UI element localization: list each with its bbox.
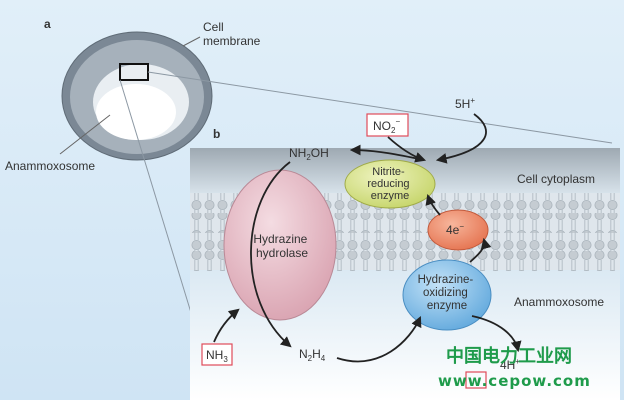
zoom-line-right	[147, 71, 613, 144]
panel-a-anammoxosome-label: Anammoxosome	[5, 159, 95, 173]
hydrazine-oxidizing-line-2: oxidizing	[423, 287, 468, 299]
nh3-base: NH	[206, 348, 223, 362]
protons-4h-label: 4H+	[500, 357, 520, 372]
protons-5h-label: 5H+	[455, 96, 475, 111]
cell-diagram	[61, 31, 213, 161]
no2-box	[366, 113, 409, 137]
electron-carrier	[427, 209, 489, 251]
product-box	[465, 371, 487, 389]
nitrite-reducing-enzyme	[344, 159, 436, 209]
no2-label: NO2−	[373, 117, 400, 135]
hydrazine-hydrolase-line-2: hydrolase	[256, 246, 308, 260]
hydrazine-oxidizing-line-3: enzyme	[427, 300, 467, 312]
protons-4h-base: 4H	[500, 358, 515, 372]
hydrazine-oxidizing-label: Hydrazine- oxidizing enzyme	[418, 274, 477, 312]
nitrite-reducing-line-1: Nitrite-	[372, 166, 405, 178]
arrow-electrons-to-nre	[425, 193, 441, 216]
nh2oh-rest: OH	[311, 146, 329, 160]
no2-sub: 2	[391, 126, 396, 135]
arrow-nh2oh-to-n2h4	[250, 161, 292, 348]
arrow-hoe-to-electrons	[469, 237, 492, 263]
nh3-sub: 3	[223, 355, 228, 364]
panel-b-anammoxosome-label: Anammoxosome	[514, 295, 604, 309]
nitrite-reducing-label: Nitrite- reducing enzyme	[367, 166, 412, 202]
hydrazine-oxidizing-line-1: Hydrazine-	[418, 274, 474, 286]
electrons-label: 4e−	[446, 222, 464, 237]
nh2oh-base: NH	[289, 146, 306, 160]
cell-membrane-pointer	[182, 36, 201, 47]
cell-membrane-line-1: Cell	[203, 20, 224, 34]
cell-cytoplasm-label: Cell cytoplasm	[517, 172, 595, 186]
protons-5h-sup: +	[470, 96, 475, 105]
cell-membrane-label: Cell membrane	[203, 20, 261, 48]
hydrazine-oxidizing-enzyme	[402, 259, 492, 331]
n2h4-mid: H	[312, 347, 321, 361]
protons-4h-sup: +	[515, 357, 520, 366]
n2h4-label: N2H4	[299, 347, 326, 363]
n2h4-sub: 2	[308, 354, 313, 363]
arrow-protons-to-nre	[435, 113, 487, 164]
cell-membrane-line-2: membrane	[203, 34, 261, 48]
electrons-sup: −	[459, 222, 464, 231]
nh2oh-label: NH2OH	[289, 146, 329, 162]
n2h4-sub2: 4	[321, 354, 326, 363]
hydrazine-hydrolase-line-1: Hydrazine	[253, 232, 307, 246]
arrow-nh3-in	[213, 308, 240, 343]
nitrite-reducing-line-3: enzyme	[371, 190, 410, 202]
anammoxosome-pointer	[59, 114, 111, 155]
watermark-title: 中国电力工业网	[446, 345, 572, 367]
panel-a-label: a	[44, 17, 51, 31]
zoom-line-left	[119, 79, 204, 353]
protons-5h-base: 5H	[455, 97, 470, 111]
nitrite-reducing-line-2: reducing	[367, 178, 409, 190]
bottom-border	[0, 400, 624, 409]
reaction-arrows	[213, 113, 522, 363]
nh3-box	[201, 343, 233, 366]
arrow-nre-to-nh2oh	[349, 144, 425, 161]
n2h4-base: N	[299, 347, 308, 361]
no2-base: NO	[373, 119, 391, 133]
nh2oh-sub: 2	[306, 153, 311, 162]
nh3-label: NH3	[206, 348, 228, 364]
hydrazine-hydrolase-label: Hydrazine hydrolase	[253, 232, 310, 260]
electrons-base: 4e	[446, 223, 460, 237]
anammoxosome-core	[96, 84, 176, 140]
panel-b-label: b	[213, 127, 220, 141]
arrow-n2h4-to-hoe	[336, 316, 422, 363]
arrow-hoe-to-protons	[471, 315, 522, 353]
no2-sup: −	[395, 117, 400, 126]
watermark-url: www.cepow.com	[438, 372, 591, 390]
